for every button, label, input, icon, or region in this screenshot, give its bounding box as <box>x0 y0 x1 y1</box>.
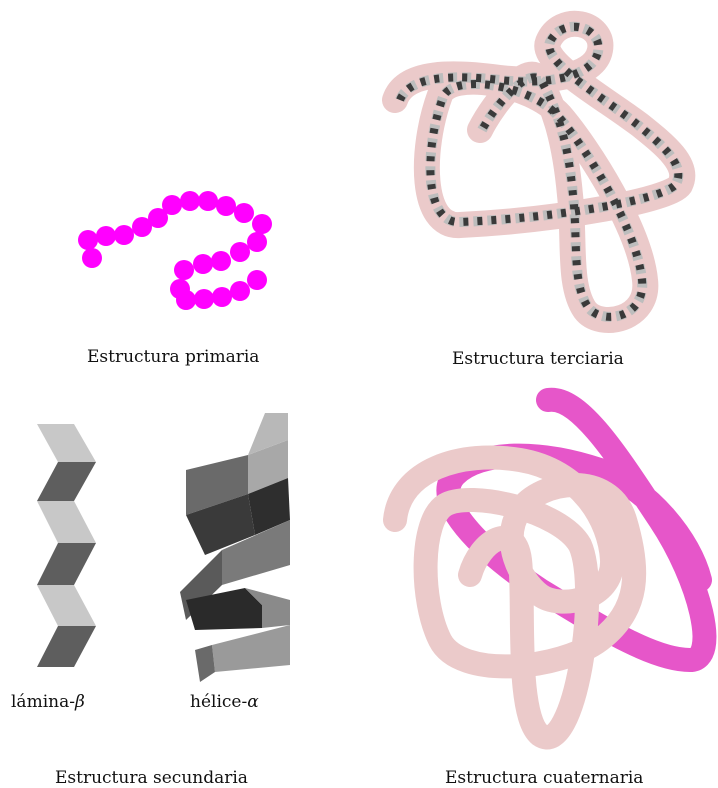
helix-panel <box>195 645 215 682</box>
amino-acid-bead <box>194 289 214 309</box>
primary-structure-beads <box>78 191 272 310</box>
quaternary-structure <box>395 400 704 738</box>
amino-acid-bead <box>212 287 232 307</box>
tertiary-structure-fold <box>395 24 682 320</box>
beta-symbol: β <box>75 692 85 712</box>
amino-acid-bead <box>193 254 213 274</box>
beta-strand-segment <box>37 462 96 501</box>
caption-secondary-structure: Estructura secundaria <box>55 768 248 788</box>
caption-quaternary-structure: Estructura cuaternaria <box>445 768 643 788</box>
label-beta-sheet-prefix: lámina- <box>11 692 75 712</box>
amino-acid-bead <box>234 203 254 223</box>
beta-sheet <box>37 424 96 667</box>
amino-acid-bead <box>230 281 250 301</box>
amino-acid-bead <box>82 248 102 268</box>
amino-acid-bead <box>174 260 194 280</box>
amino-acid-bead <box>176 290 196 310</box>
quaternary-chain-pink <box>395 458 634 738</box>
helix-panel <box>212 625 290 672</box>
amino-acid-bead <box>247 232 267 252</box>
amino-acid-bead <box>216 196 236 216</box>
label-alpha-helix-prefix: hélice- <box>190 692 247 712</box>
amino-acid-bead <box>78 230 98 250</box>
amino-acid-bead <box>252 214 272 234</box>
amino-acid-bead <box>230 242 250 262</box>
amino-acid-bead <box>198 191 218 211</box>
alpha-helix <box>180 413 290 682</box>
amino-acid-bead <box>114 225 134 245</box>
caption-primary-structure: Estructura primaria <box>87 347 259 367</box>
tertiary-tube <box>395 24 682 320</box>
beta-strand-segment <box>37 626 96 667</box>
amino-acid-bead <box>96 226 116 246</box>
beta-strand-segment <box>37 424 96 462</box>
amino-acid-bead <box>247 270 267 290</box>
beta-strand-segment <box>37 501 96 543</box>
label-alpha-helix: hélice-α <box>190 692 259 712</box>
amino-acid-bead <box>211 251 231 271</box>
label-beta-sheet: lámina-β <box>11 692 85 712</box>
primary-structure-bead-chain <box>78 191 272 310</box>
alpha-symbol: α <box>247 692 258 712</box>
amino-acid-bead <box>180 191 200 211</box>
beta-strand-segment <box>37 585 96 626</box>
amino-acid-bead <box>162 195 182 215</box>
caption-tertiary-structure: Estructura terciaria <box>452 349 624 369</box>
beta-strand-segment <box>37 543 96 585</box>
